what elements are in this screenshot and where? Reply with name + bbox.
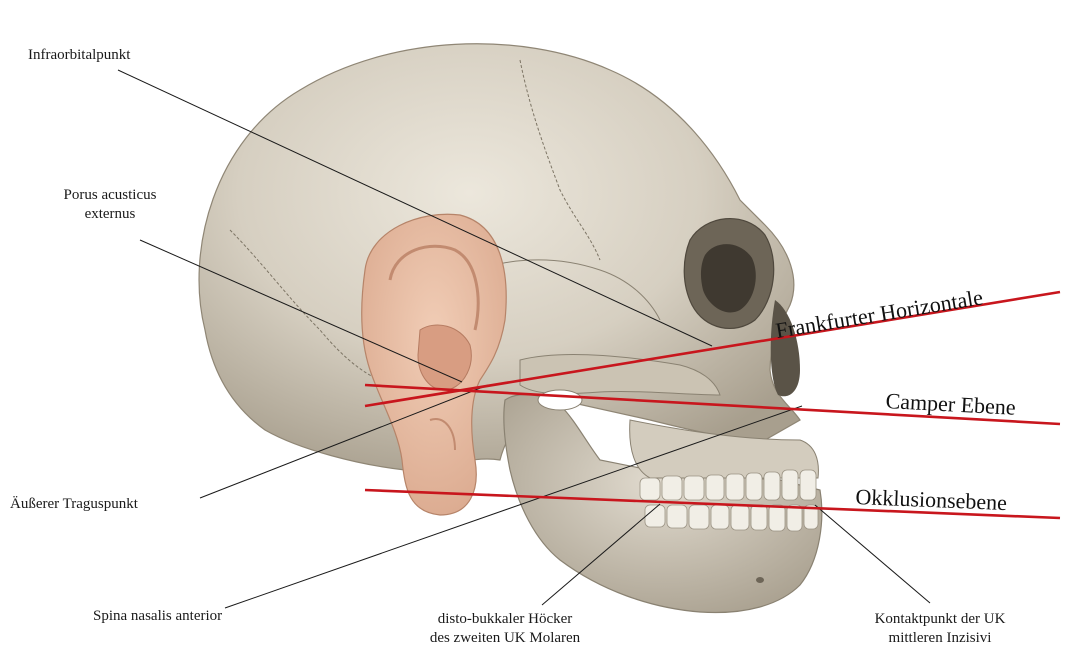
tragus-label: Äußerer Traguspunkt — [10, 495, 138, 514]
leader-kontakt — [815, 505, 930, 603]
hoecker-label-line2: des zweiten UK Molaren — [380, 629, 630, 648]
infraorbitalpunkt-label: Infraorbitalpunkt — [28, 46, 130, 65]
mandibular-notch — [538, 390, 582, 410]
kontakt-label-line2: mittleren Inzisivi — [845, 629, 1035, 648]
porus-label-line1: Porus acusticus — [30, 186, 190, 205]
kontakt-label-line1: Kontaktpunkt der UK — [845, 610, 1035, 629]
mental-foramen — [756, 577, 764, 583]
porus-label: Porus acusticus externus — [30, 186, 190, 224]
hoecker-label: disto-bukkaler Höcker des zweiten UK Mol… — [380, 610, 630, 648]
spina-label: Spina nasalis anterior — [93, 607, 222, 626]
kontakt-label: Kontaktpunkt der UK mittleren Inzisivi — [845, 610, 1035, 648]
porus-label-line2: externus — [30, 205, 190, 224]
hoecker-label-line1: disto-bukkaler Höcker — [380, 610, 630, 629]
